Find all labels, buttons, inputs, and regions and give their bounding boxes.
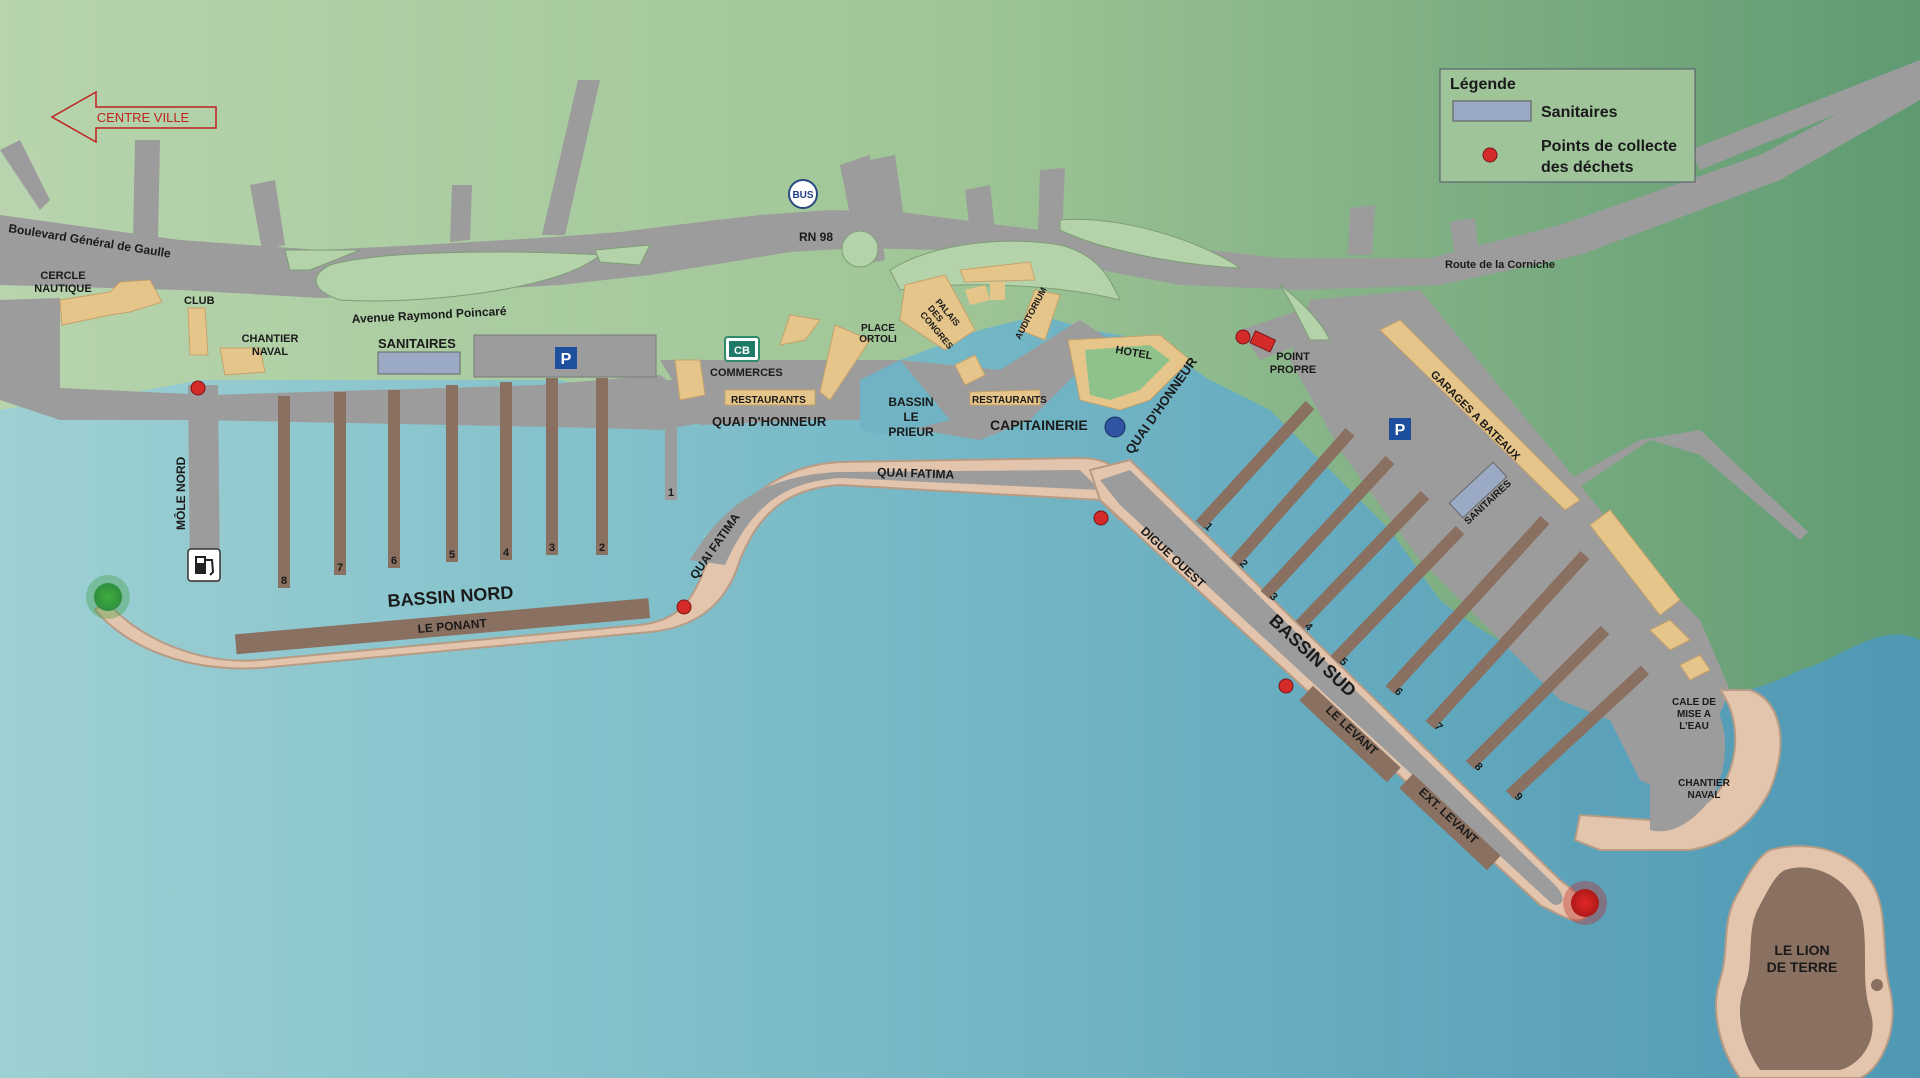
sanitaires-nord-block [377, 351, 461, 375]
centre-ville-arrow: CENTRE VILLE [50, 90, 217, 144]
legend-sanitaires-swatch [1452, 100, 1532, 122]
palais-des-congres [965, 282, 1005, 305]
label-quai-fatima-2: QUAI FATIMA [877, 465, 955, 482]
pontoon-nord-3 [546, 378, 558, 555]
pontoon-nord-label: 3 [549, 542, 555, 554]
label-club: CLUB [184, 295, 215, 307]
label-quai-honneur-1: QUAI D'HONNEUR [712, 414, 827, 429]
le-levant [1299, 685, 1401, 783]
svg-text:P: P [1395, 422, 1406, 439]
label-restaurants-1: RESTAURANTS [731, 395, 806, 406]
buildings [59, 261, 1711, 681]
pontoon-nord-2 [596, 378, 608, 555]
pontoon-nord-8 [278, 396, 290, 588]
pontoon-sud-1 [1195, 400, 1315, 530]
waste-point [1235, 329, 1251, 345]
pontoon-nord-label: 2 [599, 542, 605, 554]
pontoon-nord-5 [446, 385, 458, 562]
label-restaurants-2: RESTAURANTS [972, 395, 1047, 406]
pontoon-sud-2 [1230, 428, 1355, 566]
legend: Légende Sanitaires Points de collecte de… [1439, 68, 1696, 183]
waste-point [1278, 678, 1294, 694]
label-commerces: COMMERCES [710, 367, 783, 379]
capitainerie-marker [1104, 416, 1126, 438]
pontoon-sud-8 [1465, 625, 1610, 770]
bassin-prieur [860, 360, 950, 435]
islet [1871, 979, 1883, 991]
label-sanitaires-nord: SANITAIRES [378, 336, 456, 351]
cb-atm-icon: CB [724, 336, 760, 362]
pontoon-nord-7 [334, 392, 346, 575]
svg-text:des déchets: des déchets [1541, 159, 1634, 176]
bus-stop-icon: BUS [788, 179, 818, 209]
lion-de-terre-rock [1740, 867, 1873, 1070]
le-ponant [234, 598, 651, 655]
label-capitainerie: CAPITAINERIE [990, 417, 1088, 433]
fuel-station-icon [187, 548, 221, 582]
label-mole-nord: MÔLE NORD [173, 456, 188, 530]
waste-point [676, 599, 692, 615]
pontoon-sud-3 [1260, 455, 1395, 600]
pontoon-sud-7 [1425, 550, 1590, 730]
pontoon-sud-6 [1385, 515, 1550, 695]
pontoon-nord-label: 4 [503, 547, 510, 559]
sanitaires-sud-block [1448, 461, 1508, 519]
green-harbour-light [86, 575, 130, 619]
digue-ouest-road [1100, 470, 1563, 905]
cale-area [1573, 689, 1782, 851]
pontoon-nord-label: 7 [337, 562, 343, 574]
waste-points [190, 329, 1294, 694]
roads [0, 60, 1920, 790]
parking-icon-sud: P [1389, 418, 1411, 440]
point-propre-container [1249, 330, 1277, 353]
pontoon-sud-5 [1330, 525, 1465, 665]
parking-icon-nord: P [555, 347, 577, 369]
svg-text:Légende: Légende [1450, 76, 1516, 93]
quai-fatima-surface [690, 470, 1100, 565]
waste-point [190, 380, 206, 396]
hotel-courtyard [1085, 345, 1170, 400]
legend-waste-swatch [1482, 147, 1498, 163]
ext-levant [1399, 773, 1501, 871]
pontoon-sud-4 [1295, 490, 1430, 630]
label-le-ponant: LE PONANT [417, 616, 488, 636]
label-route-corniche: Route de la Corniche [1445, 259, 1555, 271]
svg-text:Sanitaires: Sanitaires [1541, 104, 1618, 121]
pontoon-nord-label: 1 [668, 487, 674, 499]
pontoon-nord-label: 5 [449, 549, 455, 561]
svg-text:P: P [561, 351, 572, 368]
svg-text:Points de collecte: Points de collecte [1541, 138, 1677, 155]
svg-text:CB: CB [734, 345, 750, 357]
pontoon-nord-label: 6 [391, 555, 397, 567]
chantier-sud-area [1650, 690, 1725, 832]
pontoon-nord-1 [665, 380, 677, 500]
pontoon-nord-4 [500, 382, 512, 560]
label-rn98: RN 98 [799, 230, 833, 244]
pontoon-nord-label: 8 [281, 575, 287, 587]
pontoon-sud-9 [1505, 665, 1650, 800]
pontoon-nord-6 [388, 390, 400, 568]
pontoons-nord: 1 2 3 4 5 6 7 8 [278, 378, 677, 588]
red-harbour-light [1563, 881, 1607, 925]
waste-point [1093, 510, 1109, 526]
svg-text:BUS: BUS [792, 190, 813, 201]
svg-text:CENTRE VILLE: CENTRE VILLE [97, 110, 190, 125]
